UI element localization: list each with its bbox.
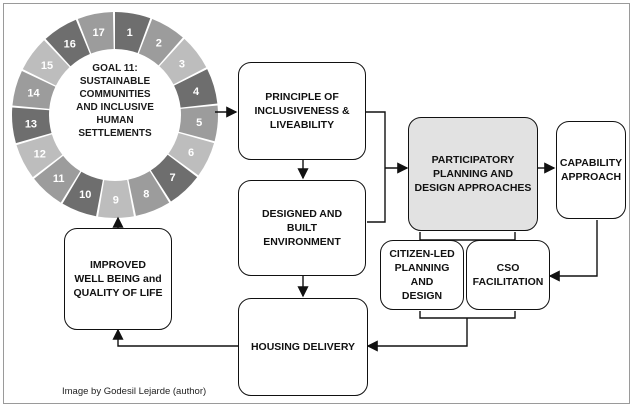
sdg-segment-number: 6 (188, 147, 194, 159)
sdg-segment (178, 105, 218, 142)
sdg-segment-number: 3 (179, 58, 185, 70)
box-designed-environment: DESIGNED AND BUILT ENVIRONMENT (238, 180, 366, 276)
sdg-segment (45, 19, 90, 67)
sdg-segment (16, 134, 63, 178)
sdg-segment-number: 14 (27, 88, 40, 100)
participatory-label: PARTICIPATORY PLANNING AND DESIGN APPROA… (414, 154, 532, 194)
sdg-segment-number: 7 (169, 172, 175, 184)
housing-label: HOUSING DELIVERY (250, 341, 356, 353)
wheel-center (51, 51, 179, 179)
box-participatory: PARTICIPATORY PLANNING AND DESIGN APPROA… (408, 117, 538, 231)
sdg-segment-number: 17 (93, 27, 105, 39)
box-citizen-led: CITIZEN-LED PLANNING AND DESIGN (380, 240, 464, 310)
citizen-label: CITIZEN-LED PLANNING AND DESIGN (389, 248, 455, 302)
sdg-segment (62, 171, 103, 217)
sdg-segment (98, 179, 134, 218)
sdg-segment-number: 12 (34, 148, 46, 160)
sdg-segment (34, 155, 81, 203)
principle-label: PRINCIPLE OF INCLUSIVENESS & LIVEABILITY (254, 91, 350, 131)
sdg-segment (174, 69, 218, 108)
sdg-segment (115, 12, 151, 53)
box-cso: CSO FACILITATION (466, 240, 550, 310)
box-principle: PRINCIPLE OF INCLUSIVENESS & LIVEABILITY (238, 62, 366, 160)
sdg-segment (168, 133, 215, 176)
sdg-segment-number: 13 (25, 119, 37, 131)
sdg-segment (77, 12, 114, 54)
improved-label: IMPROVED WELL BEING and QUALITY OF LIFE (73, 259, 163, 299)
bracket-participatory-bottom (419, 232, 516, 241)
sdg-segment-number: 1 (127, 27, 133, 39)
designed-label: DESIGNED AND BUILT ENVIRONMENT (261, 208, 343, 248)
sdg-segment (150, 154, 198, 202)
sdg-segment (22, 40, 70, 86)
sdg-segment-number: 10 (79, 189, 91, 201)
cso-label: CSO FACILITATION (472, 262, 544, 288)
arrow-to-housing (366, 318, 468, 352)
sdg-segment-number: 8 (143, 188, 149, 200)
sdg-segment (159, 38, 207, 85)
sdg-segment (12, 70, 56, 109)
sdg-segment-number: 16 (64, 39, 76, 51)
sdg-segment-number: 2 (156, 38, 162, 50)
capability-label: CAPABILITY APPROACH (559, 157, 623, 183)
sdg-segment-number: 5 (196, 117, 202, 129)
sdg-segment (138, 18, 183, 66)
sdg-segment-number: 11 (53, 173, 65, 185)
sdg-segment (128, 171, 170, 216)
sdg-segment-number: 4 (193, 86, 200, 98)
sdg-segment-number: 9 (113, 194, 119, 206)
goal-11-label: GOAL 11: SUSTAINABLE COMMUNITIES AND INC… (76, 63, 154, 139)
bracket-principle-designed (366, 111, 386, 223)
arrow-capability-to-cso (548, 220, 598, 282)
arrow-housing-to-improved (112, 328, 238, 347)
box-improved: IMPROVED WELL BEING and QUALITY OF LIFE (64, 228, 172, 330)
sdg-segment (12, 107, 52, 144)
bracket-citizen-cso (419, 311, 516, 319)
image-credit: Image by Godesil Lejarde (author) (62, 386, 207, 397)
box-housing: HOUSING DELIVERY (238, 298, 368, 396)
sdg-segment-number: 15 (41, 60, 53, 72)
box-capability: CAPABILITY APPROACH (556, 121, 626, 219)
